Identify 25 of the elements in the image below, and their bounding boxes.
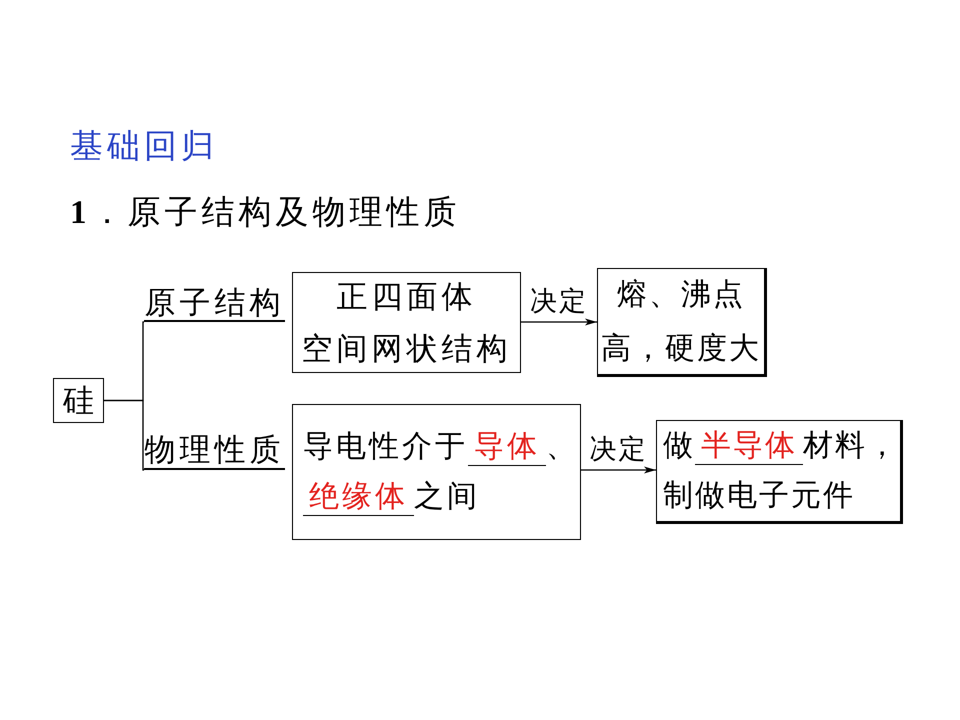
term-box <box>53 378 104 423</box>
answer-blank: 绝缘体 <box>303 479 414 516</box>
section-heading: 基础回归 <box>70 128 218 167</box>
box-text: 正四面体 <box>336 278 476 314</box>
arrow <box>581 466 656 474</box>
box-text: 做 <box>663 429 695 462</box>
underlined-label: 物理性质 <box>144 432 285 470</box>
box-text: 空间网状结构 <box>302 330 512 366</box>
box-text: 熔、沸点高，硬度大 <box>601 278 761 364</box>
box-text: 材料， <box>803 429 899 462</box>
answer-blank: 导体 <box>468 429 546 466</box>
arrow <box>521 318 597 326</box>
box-text: 之间 <box>414 480 480 513</box>
text-box <box>292 272 521 373</box>
subheading: 1．原子结构及物理性质 <box>70 194 460 233</box>
box-text: 硅 <box>63 383 94 418</box>
text-box <box>292 404 581 540</box>
box-text: 导电性介于 <box>303 430 468 463</box>
text-box <box>597 268 767 377</box>
text-box <box>656 420 903 524</box>
connector-line <box>104 400 144 471</box>
underlined-label: 原子结构 <box>144 286 285 322</box>
box-text: 制做电子元件 <box>663 479 855 512</box>
box-text: 、 <box>546 430 579 463</box>
answer-blank: 半导体 <box>695 428 803 465</box>
